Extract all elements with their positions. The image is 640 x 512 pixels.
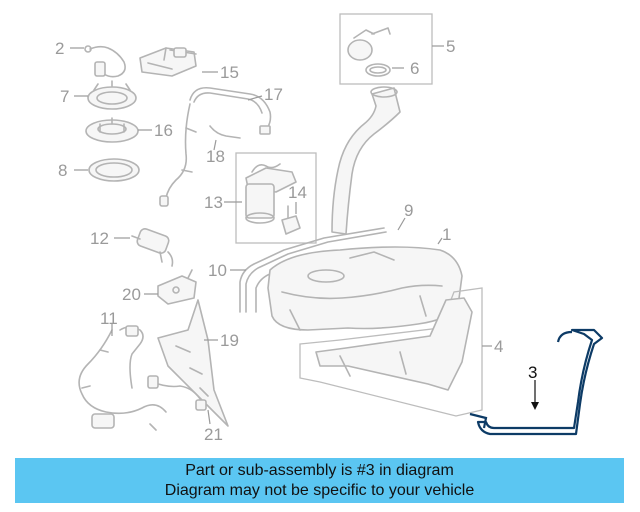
callout-15: 15 xyxy=(220,63,239,82)
part-3-tank-strap[interactable] xyxy=(469,328,604,436)
part-filler-neck xyxy=(331,86,401,235)
part-2-sensor-wire[interactable] xyxy=(84,45,126,78)
part-11-wiring-harness[interactable] xyxy=(78,325,167,431)
callout-9: 9 xyxy=(404,201,413,220)
callout-2: 2 xyxy=(55,39,64,58)
part-7-lock-ring[interactable] xyxy=(87,80,137,110)
callout-18: 18 xyxy=(206,147,225,166)
callout-14: 14 xyxy=(288,183,307,202)
vehicle-fitment-banner: Part or sub-assembly is #3 in diagram Di… xyxy=(15,458,624,503)
part-13-fuel-pump-module[interactable] xyxy=(245,163,297,224)
callout-6: 6 xyxy=(410,59,419,78)
part-5-filler-cap[interactable] xyxy=(347,27,391,61)
callout-21: 21 xyxy=(204,425,223,444)
callout-19: 19 xyxy=(220,331,239,350)
part-6-o-ring[interactable] xyxy=(365,63,391,77)
part-10-fuel-lines[interactable] xyxy=(239,227,387,313)
callout-1: 1 xyxy=(442,225,451,244)
callout-4: 4 xyxy=(494,337,503,356)
callout-10: 10 xyxy=(208,261,227,280)
callout-13: 13 xyxy=(204,193,223,212)
callout-17: 17 xyxy=(264,85,283,104)
part-12-fuel-filter[interactable] xyxy=(131,227,174,267)
part-15-connector[interactable] xyxy=(139,47,197,77)
callout-3: 3 xyxy=(528,363,537,382)
banner-part-line: Part or sub-assembly is #3 in diagram xyxy=(185,461,454,479)
callout-7: 7 xyxy=(60,87,69,106)
part-21-hose[interactable] xyxy=(147,375,207,411)
part-14-sender[interactable] xyxy=(281,205,301,235)
callout-16: 16 xyxy=(154,121,173,140)
part-1-fuel-tank[interactable] xyxy=(267,246,463,331)
part-17-vent-line[interactable] xyxy=(189,86,272,135)
part-16-pump-cover[interactable] xyxy=(85,117,139,143)
callout-12: 12 xyxy=(90,229,109,248)
callout-5: 5 xyxy=(446,37,455,56)
part-18-hose[interactable] xyxy=(159,103,241,207)
part-4-tank-shield[interactable] xyxy=(315,297,473,391)
part-19-shield[interactable] xyxy=(157,299,229,427)
callout-20: 20 xyxy=(122,285,141,304)
part-8-gasket[interactable] xyxy=(88,158,140,182)
callout-8: 8 xyxy=(58,161,67,180)
callout-11: 11 xyxy=(100,309,118,328)
part-20-bracket[interactable] xyxy=(157,269,197,305)
banner-disclaimer-line: Diagram may not be specific to your vehi… xyxy=(164,481,475,499)
parts-diagram: 2 15 7 16 8 17 18 xyxy=(55,13,604,444)
